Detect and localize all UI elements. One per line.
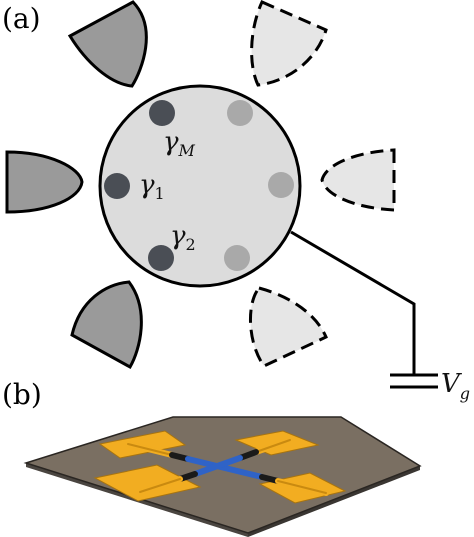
lead-bottom-right-dashed xyxy=(249,286,328,368)
substrate-top xyxy=(23,416,422,534)
lead-top-right-dashed xyxy=(250,0,328,87)
label-gamma-m: γM xyxy=(163,127,196,160)
dot-right xyxy=(268,172,294,198)
majorana-dot-gamma-m xyxy=(149,100,175,126)
lead-left-solid xyxy=(5,150,84,214)
label-gamma-1: γ1 xyxy=(139,170,165,203)
gold-pad-top-left xyxy=(98,430,187,459)
lead-bottom-left-solid xyxy=(70,280,143,370)
substrate-side-right xyxy=(248,466,420,537)
label-gamma-2: γ2 xyxy=(170,221,196,254)
dot-top-right xyxy=(227,100,253,126)
majorana-dot-gamma-1 xyxy=(104,173,130,199)
central-island xyxy=(98,84,302,288)
majorana-dot-gamma-2 xyxy=(148,245,174,271)
dot-bottom-right xyxy=(224,245,250,271)
gold-pad-bottom-left xyxy=(93,464,202,502)
panel-label-a: (a) xyxy=(2,2,41,35)
nanowire-cross xyxy=(125,437,329,496)
lead-top-left-solid xyxy=(67,0,148,88)
gate-wire xyxy=(290,230,416,375)
panel-label-b: (b) xyxy=(2,378,42,411)
lead-right-dashed xyxy=(320,148,396,212)
label-gate-voltage: Vg xyxy=(441,369,470,403)
